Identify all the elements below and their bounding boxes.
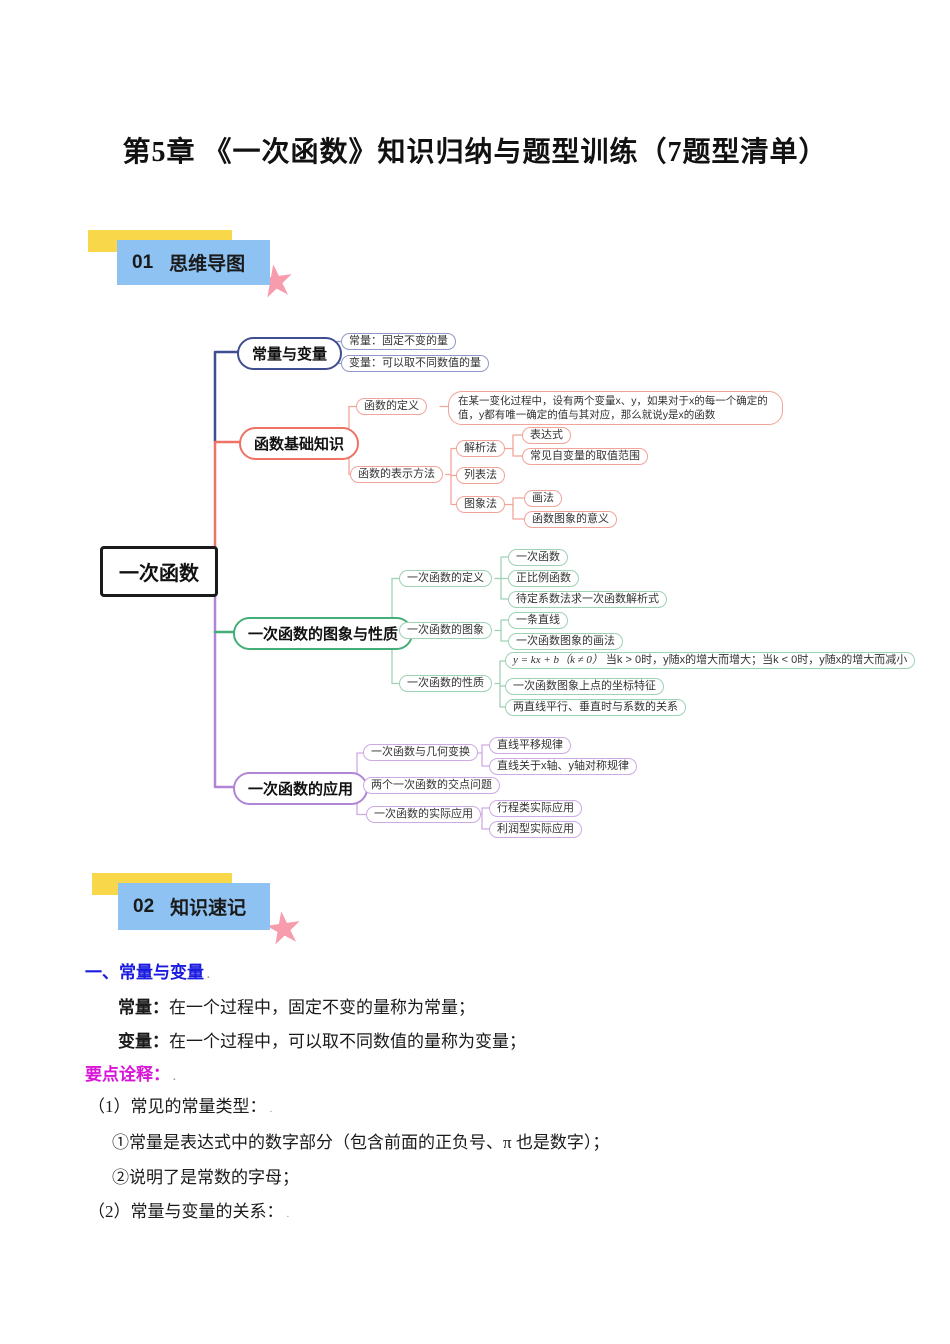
section-header-02: ★ 02 知识速记 (92, 873, 322, 956)
item-1-line: （1）常见的常量类型：. (88, 1092, 272, 1117)
mindmap-node-constant-def: 常量：固定不变的量 (341, 333, 456, 350)
mindmap-node-table-method: 列表法 (456, 467, 505, 484)
mindmap-node-geometric-transforms: 一次函数与几何变换 (363, 744, 478, 761)
mindmap-node-travel-application: 行程类实际应用 (489, 800, 582, 817)
mindmap-node-graph-drawing: 一次函数图象的画法 (508, 633, 623, 650)
section-title-box: 02 知识速记 (118, 883, 270, 930)
mindmap-node-linear-definition: 一次函数的定义 (399, 570, 492, 587)
paragraph-mark: . (173, 1071, 176, 1083)
math-formula: y = kx + b（k ≠ 0） (513, 654, 603, 666)
item-1-sub-1-line: ①常量是表达式中的数字部分（包含前面的正负号、π 也是数字）； (112, 1128, 609, 1153)
heading-text: 一、常量与变量 (85, 963, 204, 982)
notes-text: 要点诠释： (85, 1065, 170, 1084)
variable-label: 变量： (118, 1032, 169, 1051)
item-1-sub-2-line: ②说明了是常数的字母； (112, 1163, 299, 1188)
page-title: 第5章 《一次函数》知识归纳与题型训练（7题型清单） (122, 137, 828, 168)
variable-text: 在一个过程中，可以取不同数值的量称为变量； (169, 1032, 526, 1051)
mindmap-node-graph-method: 图象法 (456, 496, 505, 513)
mindmap-node-undetermined-coefficients: 待定系数法求一次函数解析式 (508, 591, 667, 608)
mindmap-node-translation-rule: 直线平移规律 (489, 737, 571, 754)
variable-definition-line: 变量：在一个过程中，可以取不同数值的量称为变量； (118, 1027, 526, 1052)
constant-definition-line: 常量：在一个过程中，固定不变的量称为常量； (118, 993, 475, 1018)
mindmap-node-function-basics: 函数基础知识 (239, 427, 360, 460)
mindmap-diagram: 一次函数 常量与变量 常量：固定不变的量 变量：可以取不同数值的量 函数基础知识… (85, 325, 916, 855)
mindmap-node-representation-methods: 函数的表示方法 (350, 466, 443, 483)
constant-label: 常量： (118, 998, 169, 1017)
mindmap-node-point-coordinates: 一次函数图象上点的坐标特征 (505, 678, 664, 695)
mindmap-node-applications: 一次函数的应用 (233, 772, 369, 805)
mindmap-node-linear-properties: 一次函数的性质 (399, 675, 492, 692)
item-1-sub-1-text: ①常量是表达式中的数字部分（包含前面的正负号、π 也是数字）； (112, 1133, 610, 1152)
item-1-text: （1）常见的常量类型： (88, 1097, 267, 1116)
section-label: 思维导图 (169, 254, 246, 275)
mindmap-node-function-definition: 函数的定义 (356, 398, 427, 415)
mindmap-node-linear-graph: 一次函数的图象 (399, 622, 492, 639)
item-1-sub-2-text: ②说明了是常数的字母； (112, 1168, 299, 1187)
mindmap-node-profit-application: 利润型实际应用 (489, 821, 582, 838)
section-number: 02 (133, 895, 155, 917)
mindmap-node-variable-domain: 常见自变量的取值范围 (522, 448, 648, 465)
mindmap-node-monotonicity-rule: y = kx + b（k ≠ 0）当k > 0时，y随x的增大而增大；当k < … (505, 652, 916, 669)
mindmap-node-function-definition-text: 在某一变化过程中，设有两个变量x、y，如果对于x的每一个确定的值，y都有唯一确定… (448, 391, 783, 425)
mindmap-node-expression: 表达式 (522, 427, 571, 444)
item-2-text: （2）常量与变量的关系： (88, 1202, 284, 1221)
paragraph-mark: . (286, 1208, 290, 1220)
knowledge-heading: 一、常量与变量. (85, 958, 210, 983)
section-number: 01 (132, 251, 154, 273)
mindmap-node-straight-line: 一条直线 (508, 612, 568, 629)
mindmap-node-linear-function: 一次函数 (508, 549, 568, 566)
mindmap-node-constants-variables: 常量与变量 (237, 337, 343, 370)
mindmap-node-analytic-method: 解析法 (456, 440, 505, 457)
mindmap-node-graph-meaning: 函数图象的意义 (524, 511, 617, 528)
key-notes-label: 要点诠释：. (85, 1060, 176, 1085)
mindmap-root-node: 一次函数 (100, 546, 218, 597)
mindmap-node-drawing: 画法 (524, 490, 562, 507)
constant-text: 在一个过程中，固定不变的量称为常量； (169, 998, 475, 1017)
mindmap-node-variable-def: 变量：可以取不同数值的量 (341, 355, 489, 372)
paragraph-mark: . (207, 969, 210, 981)
paragraph-mark: . (269, 1103, 273, 1115)
section-label: 知识速记 (170, 898, 247, 919)
mindmap-node-symmetry-rule: 直线关于x轴、y轴对称规律 (489, 758, 637, 775)
item-2-line: （2）常量与变量的关系：. (88, 1197, 289, 1222)
mindmap-node-parallel-perpendicular: 两直线平行、垂直时与系数的关系 (505, 699, 686, 716)
mindmap-node-graph-properties: 一次函数的图象与性质 (233, 617, 414, 650)
mindmap-node-intersection-problem: 两个一次函数的交点问题 (363, 777, 500, 794)
section-title-box: 01 思维导图 (117, 240, 270, 285)
rule-text: 当k > 0时，y随x的增大而增大；当k < 0时，y随x的增大而减小 (605, 654, 908, 666)
mindmap-node-practical-applications: 一次函数的实际应用 (366, 806, 481, 823)
mindmap-node-proportional-function: 正比例函数 (508, 570, 579, 587)
section-header-01: ★ 01 思维导图 (88, 230, 318, 309)
